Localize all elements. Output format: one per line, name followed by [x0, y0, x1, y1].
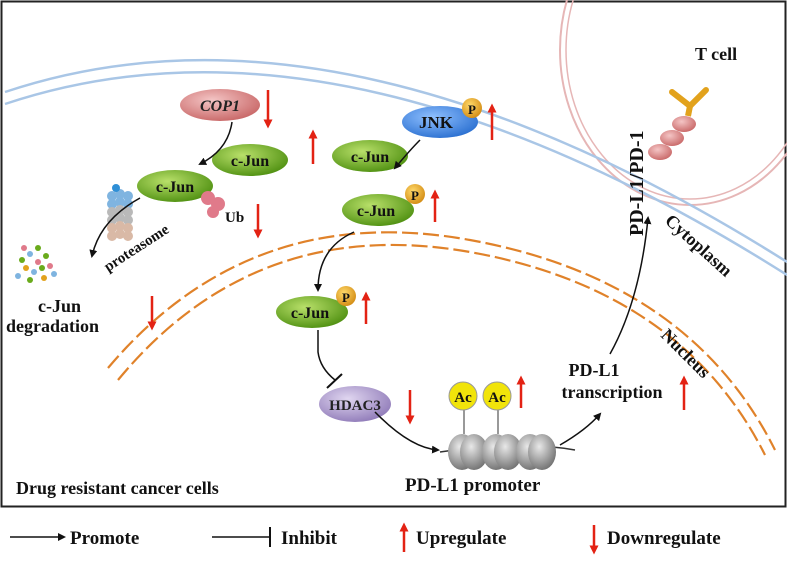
pdl1-pd1-label: PD-L1/PD-1 [626, 130, 648, 236]
legend-inhibit-label: Inhibit [281, 528, 338, 549]
cjun-phospho-cytoplasm: c-Jun P [342, 184, 425, 226]
cjun-label: c-Jun [231, 153, 269, 170]
cjun-target-label: c-Jun [351, 149, 389, 166]
cop1-protein: COP1 [180, 89, 260, 121]
acetyl-mark-2: Ac [482, 381, 512, 411]
jnk-label: JNK [419, 113, 454, 132]
jnk-protein: JNK P [402, 98, 482, 138]
cjun-jnk-target: c-Jun [332, 140, 408, 172]
pdl1-transcription-line1: PD-L1 [569, 360, 620, 380]
cjun-free-left: c-Jun [212, 144, 288, 176]
legend-upregulate-label: Upregulate [416, 528, 506, 549]
cjun-p2-phospho-label: P [342, 290, 350, 305]
pdl1-promoter-nucleosomes [439, 408, 576, 470]
nuclear-envelope [107, 231, 776, 456]
cell-type-label: Drug resistant cancer cells [16, 478, 219, 498]
legend-downregulate-label: Downregulate [607, 528, 721, 549]
degradation-label-line2: degradation [6, 316, 99, 336]
cop1-label: COP1 [200, 98, 240, 115]
cjun-ub-label: c-Jun [156, 179, 194, 196]
cjun-phospho-nucleus: c-Jun P [276, 286, 356, 328]
cjun-ubiquitinated: c-Jun [137, 170, 225, 218]
ub-label: Ub [225, 210, 244, 226]
hdac3-label: HDAC3 [329, 398, 381, 414]
acetyl-mark-1: Ac [448, 381, 478, 411]
t-cell-label: T cell [695, 44, 737, 64]
degradation-label-line1: c-Jun [38, 296, 81, 316]
proteasome-complex [107, 184, 133, 241]
inhibit-arrow [317, 330, 336, 381]
inhibit-bar [326, 373, 343, 389]
legend: Promote Inhibit Upregulate Downregulate [10, 522, 721, 555]
pdl1-transcription-line2: transcription [562, 382, 663, 402]
pathway-arrows [89, 121, 652, 454]
degradation-fragments [15, 245, 57, 283]
hdac3-protein: HDAC3 [319, 386, 391, 422]
plasma-membrane [4, 59, 787, 277]
pdl1-promoter-label: PD-L1 promoter [405, 475, 541, 496]
ac-label-1: Ac [454, 390, 472, 406]
pdl1-pd1-complex [648, 87, 709, 160]
cjun-p2-label: c-Jun [291, 305, 329, 322]
cjun-p1-phospho-label: P [411, 188, 419, 203]
legend-promote-label: Promote [70, 528, 139, 549]
cjun-p1-label: c-Jun [357, 203, 395, 220]
ac-label-2: Ac [488, 390, 506, 406]
jnk-phospho-label: P [468, 102, 476, 117]
